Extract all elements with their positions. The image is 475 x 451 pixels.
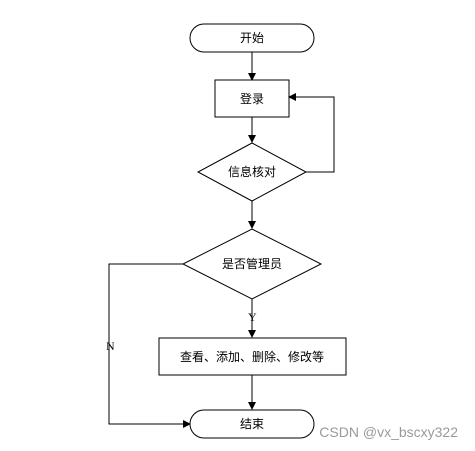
admin-label: 是否管理员 [222, 256, 282, 271]
end-terminator [189, 409, 315, 439]
edge-admin-end [108, 263, 191, 428]
yes-label: Y [248, 310, 257, 324]
watermark-text: CSDN @vx_bscxy322 [319, 424, 458, 440]
login-process [214, 79, 290, 118]
verify-label: 信息核对 [228, 164, 276, 179]
end-label: 结束 [240, 417, 264, 431]
edge-verify-login-loop [288, 93, 335, 173]
actions-label: 查看、添加、删除、修改等 [180, 349, 324, 364]
no-label: N [106, 339, 115, 353]
start-label: 开始 [240, 31, 264, 45]
login-label: 登录 [240, 91, 264, 106]
actions-process [158, 337, 347, 376]
